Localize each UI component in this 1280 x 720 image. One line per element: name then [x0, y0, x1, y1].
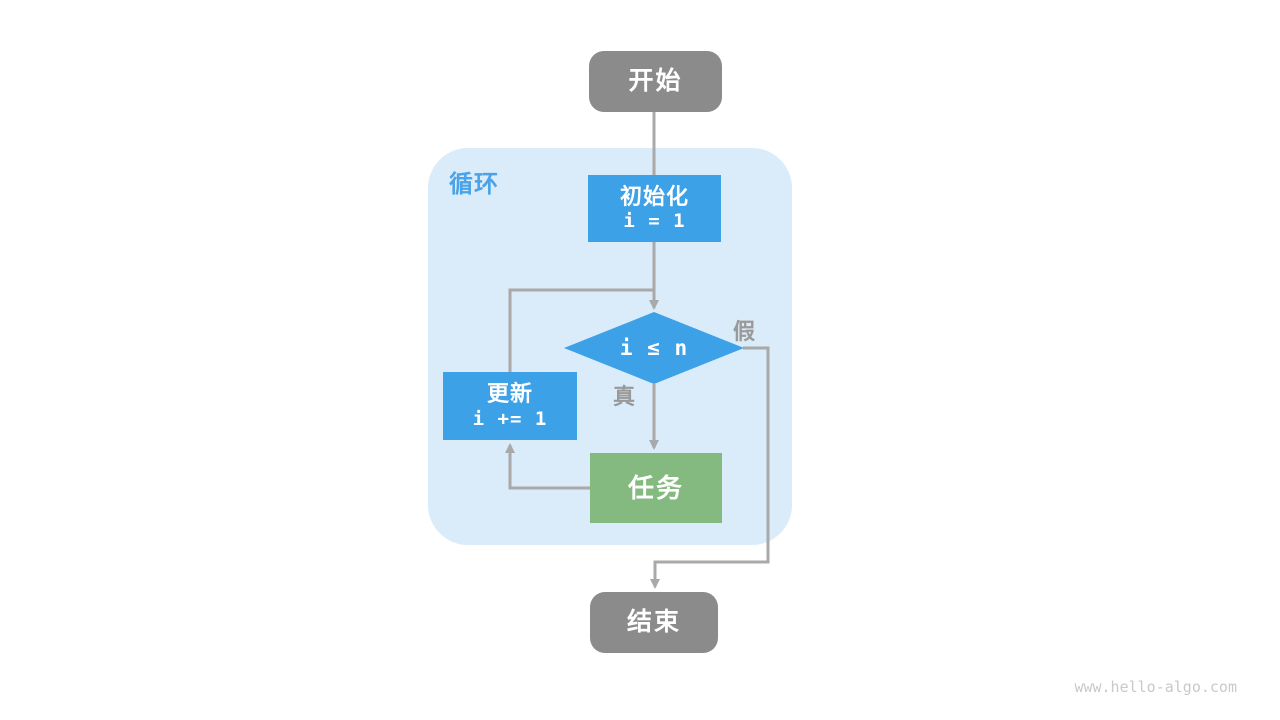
- node-initialize-label: 初始化: [619, 183, 689, 209]
- node-end-label: 结束: [626, 607, 681, 636]
- edge-update-to-condition: [508, 288, 653, 372]
- node-end: 结束: [590, 592, 718, 653]
- node-initialize: 初始化 i = 1: [588, 175, 721, 242]
- node-task: 任务: [590, 453, 722, 523]
- node-start-label: 开始: [628, 66, 683, 95]
- loop-label: 循环: [449, 171, 499, 198]
- edge-label-true: 真: [613, 384, 636, 409]
- watermark-text: www.hello-algo.com: [1074, 678, 1237, 696]
- node-update: 更新 i += 1: [443, 372, 577, 440]
- edge-condition-false-to-end: [650, 346, 770, 589]
- node-update-code: i += 1: [472, 407, 548, 430]
- node-start: 开始: [589, 51, 722, 112]
- node-task-label: 任务: [627, 472, 684, 503]
- node-initialize-code: i = 1: [623, 210, 686, 233]
- edge-task-to-update: [505, 443, 590, 490]
- node-condition-code: i ≤ n: [619, 335, 689, 360]
- node-update-label: 更新: [486, 381, 533, 407]
- edge-label-false: 假: [733, 319, 756, 344]
